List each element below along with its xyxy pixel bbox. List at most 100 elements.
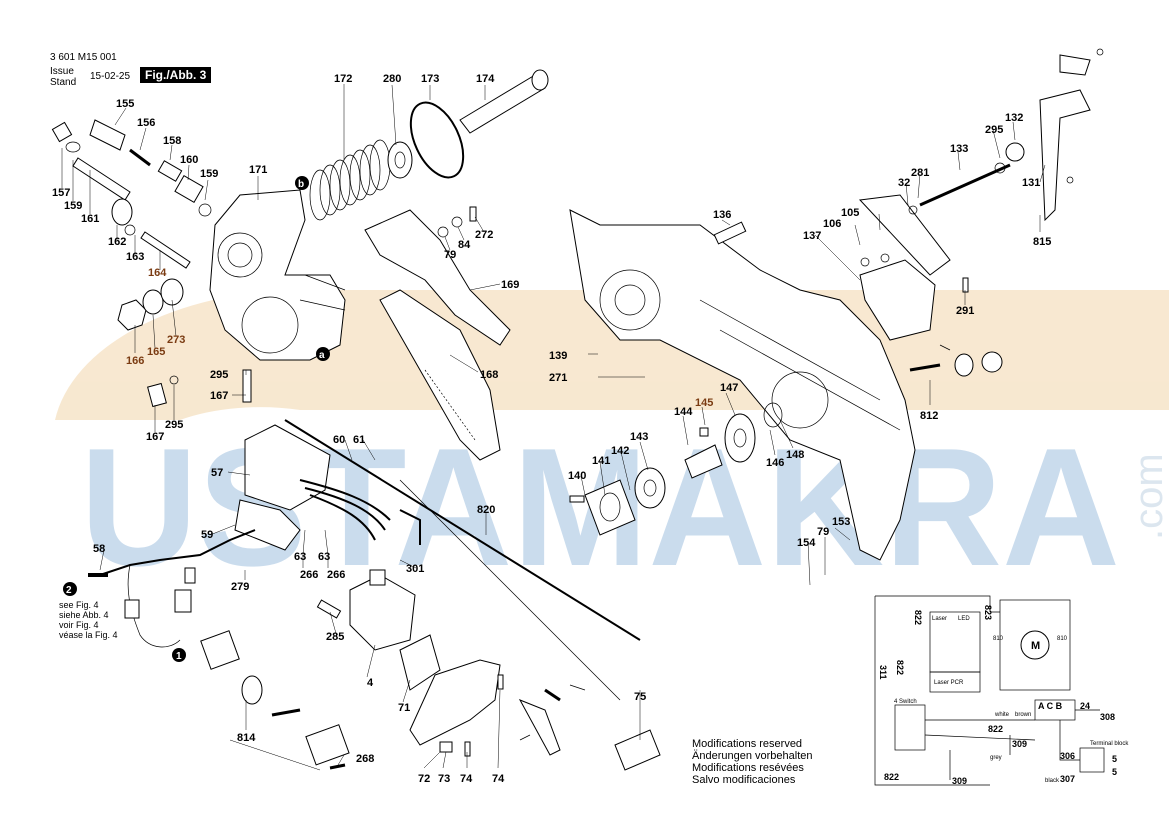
label-157: 157 xyxy=(52,187,70,199)
schematic-tag-terminal: Terminal block xyxy=(1090,741,1129,747)
schematic-810b: 810 xyxy=(1057,636,1068,642)
wiring-schematic xyxy=(874,595,1105,786)
note-en: Modifications reserved xyxy=(692,738,803,750)
label-812: 812 xyxy=(920,410,938,422)
marker-b: b xyxy=(295,176,309,190)
label-285: 285 xyxy=(326,631,344,643)
label-74a: 74 xyxy=(460,773,473,785)
modifications-notes: Modifications reserved Änderungen vorbeh… xyxy=(692,738,812,786)
label-168: 168 xyxy=(480,369,498,381)
label-301: 301 xyxy=(406,563,424,575)
schematic-822-mid: 822 xyxy=(988,724,1003,734)
housing-171 xyxy=(209,189,346,361)
label-131: 131 xyxy=(1022,177,1040,189)
schematic-307: 307 xyxy=(1060,774,1075,784)
label-74b: 74 xyxy=(492,773,505,785)
doc-number: 3 601 M15 001 xyxy=(50,52,117,63)
label-271: 271 xyxy=(549,372,567,384)
switch-parts-814 xyxy=(200,630,350,770)
label-73: 73 xyxy=(438,773,450,785)
note-es: Salvo modificaciones xyxy=(692,774,796,786)
schematic-309a: 309 xyxy=(1012,739,1027,749)
label-159a: 159 xyxy=(200,168,218,180)
schematic-tag-white: white xyxy=(994,712,1010,718)
label-167a: 167 xyxy=(210,390,228,402)
schematic-motor: M xyxy=(1031,640,1040,652)
label-136: 136 xyxy=(713,209,731,221)
schematic-laser-pcr: Laser PCR xyxy=(934,680,964,686)
label-140: 140 xyxy=(568,470,586,482)
label-143: 143 xyxy=(630,431,648,443)
label-295a: 295 xyxy=(210,369,228,381)
handle-75 xyxy=(614,729,661,771)
label-279: 279 xyxy=(231,581,249,593)
bearing-280 xyxy=(387,141,413,179)
label-172: 172 xyxy=(334,73,352,85)
schematic-306: 306 xyxy=(1060,751,1075,761)
label-160: 160 xyxy=(180,154,198,166)
label-280: 280 xyxy=(383,73,401,85)
see-fig-de: siehe Abb. 4 xyxy=(59,610,109,620)
pin-285 xyxy=(316,599,342,619)
label-162: 162 xyxy=(108,236,126,248)
screw-74 xyxy=(464,741,471,757)
label-166: 166 xyxy=(126,355,144,367)
see-fig-fr: voir Fig. 4 xyxy=(59,620,99,630)
label-174: 174 xyxy=(476,73,495,85)
see-fig-es: véase la Fig. 4 xyxy=(59,630,118,640)
label-165: 165 xyxy=(147,346,165,358)
label-820: 820 xyxy=(477,504,495,516)
schematic-switch: 4 Switch xyxy=(894,699,917,705)
stand-label: Stand xyxy=(50,77,77,88)
guard-168 xyxy=(379,289,501,461)
label-4: 4 xyxy=(367,677,374,689)
bracket-105-137 xyxy=(858,194,951,341)
schematic-810a: 810 xyxy=(993,636,1004,642)
screws-167-295 xyxy=(147,369,252,408)
svg-text:2: 2 xyxy=(66,585,72,596)
screw-74b xyxy=(497,674,504,690)
label-61: 61 xyxy=(353,434,365,446)
label-144: 144 xyxy=(674,406,693,418)
label-147: 147 xyxy=(720,382,738,394)
label-158: 158 xyxy=(163,135,181,147)
schematic-24: 24 xyxy=(1080,701,1090,711)
note-de: Änderungen vorbehalten xyxy=(692,750,813,762)
wire-harness xyxy=(299,479,421,545)
schematic-led: LED xyxy=(958,616,970,622)
schematic-309b: 309 xyxy=(952,776,967,786)
pins-812 xyxy=(909,344,1003,377)
schematic-tag-brown: brown xyxy=(1015,712,1031,718)
part-73 xyxy=(439,741,453,753)
label-84: 84 xyxy=(458,239,471,251)
label-148: 148 xyxy=(786,449,804,461)
marker-a: a xyxy=(316,347,330,361)
figure-label: Fig./Abb. 3 xyxy=(140,67,212,83)
label-159b: 159 xyxy=(64,200,82,212)
guard-169 xyxy=(364,209,511,346)
schematic-tag-grey: grey xyxy=(990,755,1002,761)
label-71: 71 xyxy=(398,702,410,714)
issue-date: 15-02-25 xyxy=(90,71,131,82)
label-268: 268 xyxy=(356,753,374,765)
label-145: 145 xyxy=(695,397,713,409)
screw-291 xyxy=(962,277,969,293)
label-266a: 266 xyxy=(300,569,318,581)
label-164: 164 xyxy=(148,267,167,279)
label-63b: 63 xyxy=(318,551,330,563)
label-163: 163 xyxy=(126,251,144,263)
label-266b: 266 xyxy=(327,569,345,581)
plate-71 xyxy=(399,634,441,691)
schematic-5b: 5 xyxy=(1112,767,1117,777)
gear-assembly xyxy=(569,402,783,536)
lever-assembly xyxy=(518,684,586,756)
label-273: 273 xyxy=(167,334,185,346)
note-fr: Modifications resévées xyxy=(692,762,804,774)
issue-label: Issue xyxy=(50,66,74,77)
switch-4 xyxy=(349,569,416,651)
svg-text:a: a xyxy=(319,350,325,361)
label-167b: 167 xyxy=(146,431,164,443)
schematic-tag-black: black xyxy=(1045,778,1060,784)
label-169: 169 xyxy=(501,279,519,291)
